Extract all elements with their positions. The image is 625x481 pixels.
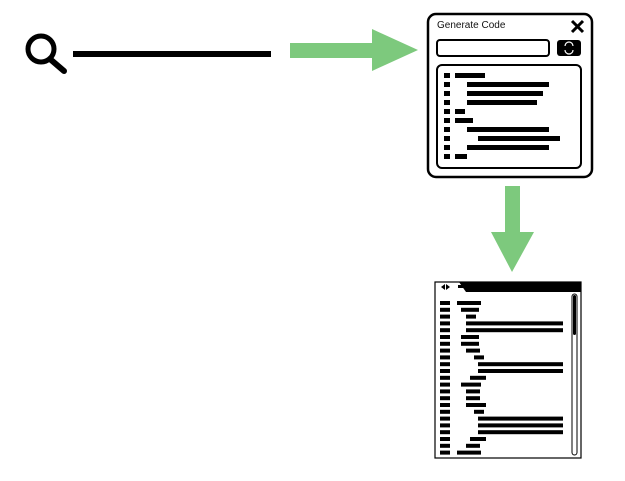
line-number-marker [440,341,450,346]
line-number-marker [440,348,450,353]
code-line [461,382,481,387]
code-line [466,389,480,394]
generate-code-dialog [426,12,594,179]
line-number-marker [444,136,450,141]
code-line [461,335,479,339]
line-number-marker [444,154,450,159]
line-number-marker [444,73,450,78]
line-number-marker [444,109,450,114]
code-line [466,403,486,407]
code-line [470,437,486,441]
line-number-marker [444,100,450,105]
code-line [461,307,479,312]
editor-scrollbar-thumb[interactable] [573,295,576,335]
code-line [474,409,484,414]
code-line [470,375,486,380]
line-number-marker [440,443,450,448]
line-number-marker [440,389,450,394]
line-number-marker [444,91,450,96]
code-line [455,109,465,114]
search-step [25,33,271,74]
code-line [466,314,476,319]
code-line [478,423,563,428]
code-line [467,82,549,87]
search-icon [25,33,67,74]
line-number-marker [440,335,450,339]
line-number-marker [440,416,450,421]
code-line [478,362,563,367]
code-line [478,416,563,421]
code-line [455,73,485,78]
line-number-marker [440,314,450,319]
line-number-marker [444,118,450,123]
code-line [461,341,479,346]
refresh-icon [564,41,574,55]
code-line [466,396,480,401]
line-number-marker [440,403,450,407]
line-number-marker [440,450,450,455]
line-number-marker [440,423,450,428]
code-line [455,118,473,123]
code-line [466,443,480,448]
editor-tab-bar [459,282,581,292]
code-line [466,321,563,326]
close-icon[interactable] [570,19,585,34]
code-line [467,100,537,105]
arrow-right-icon [290,29,418,71]
code-line [455,154,467,159]
line-number-marker [444,82,450,87]
code-line [457,450,481,455]
refresh-button[interactable] [557,40,581,56]
line-number-marker [444,145,450,150]
search-query-line [73,51,271,57]
line-number-marker [440,307,450,312]
code-editor-window [434,281,582,459]
code-line [467,127,549,132]
back-forward-icon[interactable] [441,284,450,290]
code-line [474,355,484,360]
code-line [478,430,563,435]
code-line [467,145,549,150]
line-number-marker [440,321,450,326]
line-number-marker [440,409,450,414]
code-line [478,369,563,373]
dialog-code-lines [444,73,560,159]
line-number-marker [440,430,450,435]
line-number-marker [440,301,450,305]
dialog-title: Generate Code [437,20,506,31]
line-number-marker [440,437,450,441]
code-prompt-input[interactable] [436,39,550,57]
line-number-marker [440,375,450,380]
line-number-marker [440,328,450,333]
editor-tab[interactable] [458,285,480,288]
code-line [467,91,543,96]
code-line [466,348,480,353]
line-number-marker [440,382,450,387]
editor-code-lines [440,301,563,455]
line-number-marker [440,362,450,367]
code-line [457,301,481,305]
line-number-marker [440,396,450,401]
code-line [466,328,563,333]
code-output-panel [436,64,582,169]
line-number-marker [440,369,450,373]
code-line [478,136,560,141]
line-number-marker [440,355,450,360]
line-number-marker [444,127,450,132]
arrow-down-icon [491,186,534,272]
